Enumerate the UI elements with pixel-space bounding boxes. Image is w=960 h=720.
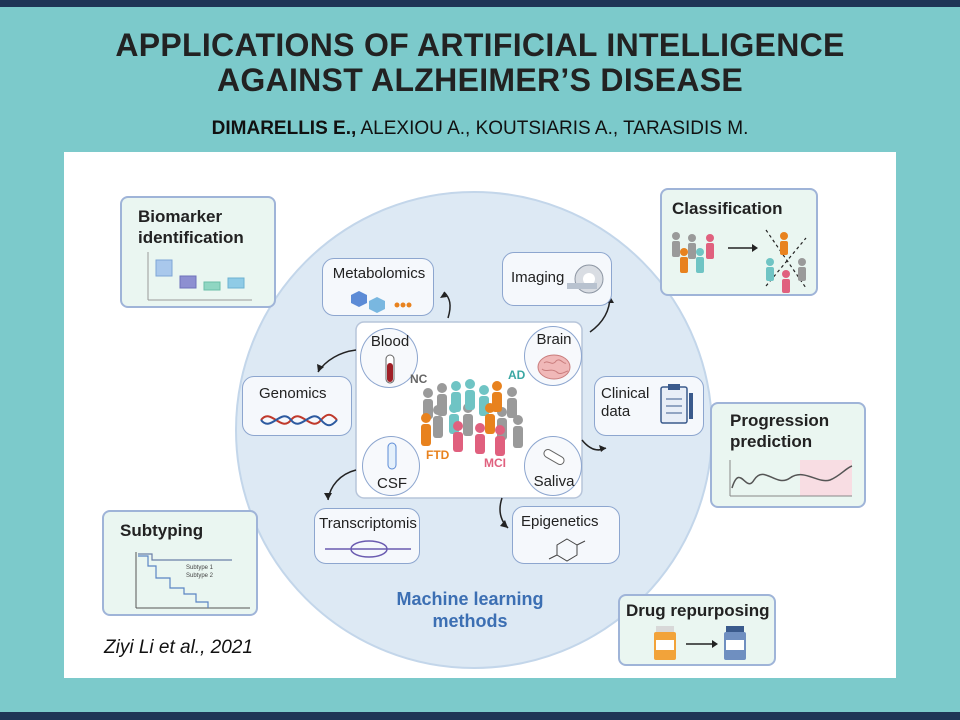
group-ad-label: AD: [508, 368, 526, 382]
classification-box: Classification: [660, 188, 818, 296]
clinical-data-node: Clinical data: [594, 376, 704, 436]
csf-tube-icon: [387, 442, 397, 470]
author-line: DIMARELLIS E., ALEXIOU A., KOUTSIARIS A.…: [0, 118, 960, 140]
drug-box: Drug repurposing: [618, 594, 776, 666]
brain-icon: [537, 354, 571, 380]
other-authors: ALEXIOU A., KOUTSIARIS A., TARASIDIS M.: [356, 118, 749, 139]
progression-title: Progression prediction: [730, 410, 829, 452]
biomarker-box: Biomarker identification: [120, 196, 276, 308]
classification-thumbnail: [672, 229, 807, 293]
dna-icon: [260, 413, 338, 427]
blood-label: Blood: [370, 333, 410, 350]
slide-title: APPLICATIONS OF ARTIFICIAL INTELLIGENCE …: [0, 28, 960, 98]
clinical-label: Clinical data: [601, 385, 649, 421]
saliva-tube-icon: [543, 449, 565, 465]
group-ftd-label: FTD: [426, 448, 450, 462]
saliva-node: Saliva: [524, 436, 582, 496]
csf-node: CSF: [362, 436, 420, 496]
rna-transcript-icon: [325, 540, 411, 558]
subtype-2-label: Subtype 2: [186, 573, 214, 579]
bottom-bar: [0, 712, 960, 720]
clinical-line-2: data: [601, 403, 631, 420]
molecule-icon: [351, 291, 412, 313]
top-bar: [0, 0, 960, 7]
nucleotide-structure-icon: [548, 538, 586, 562]
brain-node: Brain: [524, 326, 582, 386]
transcriptomis-node: Transcriptomis: [314, 508, 420, 564]
machine-learning-label: Machine learning methods: [370, 588, 570, 632]
citation: Ziyi Li et al., 2021: [104, 637, 253, 658]
blood-node: Blood: [360, 328, 418, 388]
saliva-label: Saliva: [533, 473, 575, 490]
clipboard-icon: [660, 384, 693, 424]
subtyping-title: Subtyping: [120, 521, 204, 540]
ml-line-2: methods: [432, 611, 508, 631]
subtype-legend: Subtype 1 Subtype 2: [186, 564, 213, 580]
progression-line-2: prediction: [730, 432, 813, 451]
progression-line-1: Progression: [730, 411, 830, 430]
biomarker-title: Biomarker identification: [138, 206, 244, 248]
ml-line-1: Machine learning: [396, 589, 544, 609]
biomarker-line-1: Biomarker: [138, 207, 223, 226]
survival-curve-thumbnail: [135, 552, 250, 609]
classification-title: Classification: [672, 199, 783, 218]
title-line-1: APPLICATIONS OF ARTIFICIAL INTELLIGENCE: [115, 27, 845, 63]
boxplot-thumbnail: [147, 252, 252, 301]
genomics-node: Genomics: [242, 376, 352, 436]
metabolomics-label: Metabolomics: [332, 265, 426, 282]
csf-label: CSF: [377, 475, 407, 492]
mri-scanner-icon: [567, 264, 604, 294]
progression-thumbnail: [729, 460, 853, 497]
transcriptomis-label: Transcriptomis: [319, 515, 417, 532]
blood-tube-icon: [385, 354, 395, 384]
first-author: DIMARELLIS E.,: [211, 118, 357, 139]
pill-bottle-thumbnail: [654, 626, 746, 660]
genomics-label: Genomics: [259, 385, 327, 402]
arrow-metabolomics: [443, 291, 451, 319]
group-mci-label: MCI: [484, 456, 506, 470]
progression-box: Progression prediction: [710, 402, 866, 508]
clinical-line-1: Clinical: [601, 385, 650, 402]
imaging-label: Imaging: [511, 269, 565, 286]
epigenetics-label: Epigenetics: [521, 513, 599, 530]
brain-label: Brain: [536, 331, 572, 348]
epigenetics-node: Epigenetics: [512, 506, 620, 564]
subtyping-box: Subtyping Subtype 1 Subtype 2: [102, 510, 258, 616]
metabolomics-node: Metabolomics: [322, 258, 434, 316]
title-line-2: AGAINST ALZHEIMER’S DISEASE: [216, 62, 744, 98]
patient-crowd: [421, 379, 523, 456]
imaging-node: Imaging: [502, 252, 612, 306]
group-nc-label: NC: [410, 372, 428, 386]
biomarker-line-2: identification: [138, 228, 244, 247]
subtype-1-label: Subtype 1: [186, 565, 214, 571]
drug-title: Drug repurposing: [626, 601, 770, 620]
